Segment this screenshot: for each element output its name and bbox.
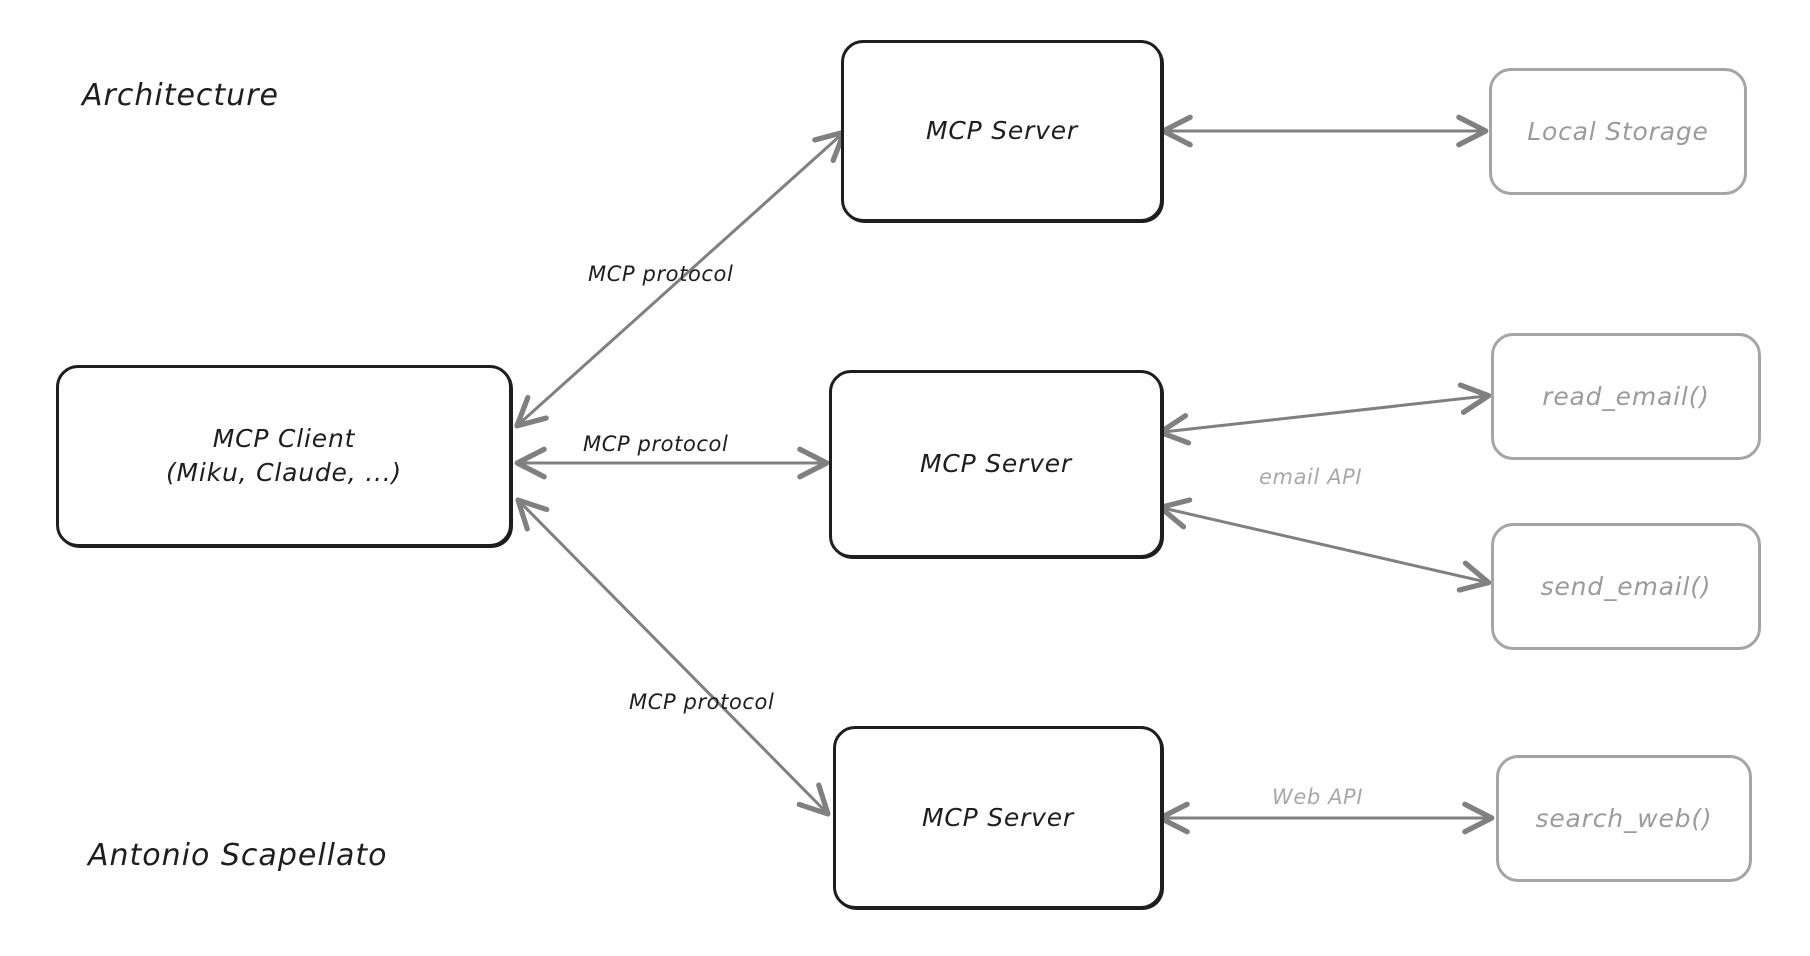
node-send-email-label: send_email() bbox=[1540, 571, 1712, 601]
node-search-web-label: search_web() bbox=[1535, 803, 1713, 833]
page-title: Architecture bbox=[82, 78, 279, 113]
node-mcp-server-middle[interactable]: MCP Server bbox=[829, 370, 1163, 558]
node-local-storage[interactable]: Local Storage bbox=[1489, 68, 1747, 195]
node-send-email[interactable]: send_email() bbox=[1491, 523, 1761, 650]
author-name: Antonio Scapellato bbox=[88, 838, 388, 873]
node-mcp-server-top[interactable]: MCP Server bbox=[841, 40, 1163, 222]
edge-label-mcp-protocol-top: MCP protocol bbox=[588, 262, 734, 286]
edge-client-server-bottom bbox=[515, 497, 831, 817]
node-mcp-server-middle-label: MCP Server bbox=[919, 449, 1073, 479]
node-mcp-client[interactable]: MCP Client (Miku, Claude, ...) bbox=[56, 365, 512, 547]
edge-label-web-api: Web API bbox=[1272, 785, 1364, 809]
node-mcp-server-bottom-label: MCP Server bbox=[921, 802, 1075, 832]
node-mcp-server-bottom[interactable]: MCP Server bbox=[833, 726, 1163, 909]
edge-label-mcp-protocol-middle: MCP protocol bbox=[583, 432, 729, 456]
edge-server-mid-read-email bbox=[1157, 382, 1492, 446]
node-mcp-client-label: MCP Client (Miku, Claude, ...) bbox=[166, 424, 402, 487]
edge-label-mcp-protocol-bottom: MCP protocol bbox=[629, 690, 775, 714]
edge-label-email-api: email API bbox=[1259, 465, 1363, 489]
node-local-storage-label: Local Storage bbox=[1527, 116, 1709, 146]
edge-server-mid-send-email bbox=[1157, 497, 1492, 593]
node-read-email-label: read_email() bbox=[1542, 381, 1710, 411]
node-read-email[interactable]: read_email() bbox=[1491, 333, 1761, 460]
node-search-web[interactable]: search_web() bbox=[1496, 755, 1752, 882]
node-mcp-server-top-label: MCP Server bbox=[925, 116, 1079, 146]
